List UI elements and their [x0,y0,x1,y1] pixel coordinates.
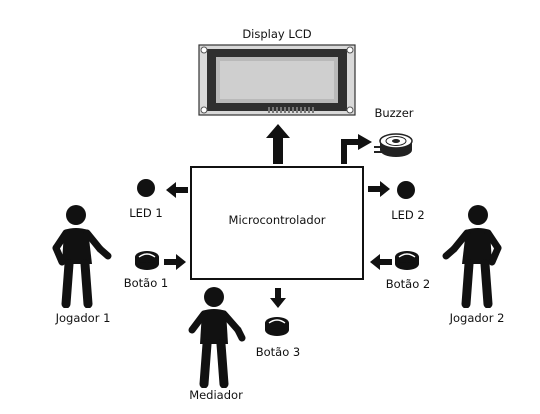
arrow-button2-to-mc [370,254,392,270]
arrow-mc-to-led1 [166,182,188,198]
button1-icon [135,251,159,270]
microcontroller-label: Microcontrolador [228,213,326,227]
button3-label: Botão 3 [255,345,301,359]
player2-person-icon [442,205,502,308]
button2-label: Botão 2 [385,277,431,291]
led1-label: LED 1 [129,206,163,220]
button3-icon [265,317,289,336]
arrow-button1-to-mc [164,254,186,270]
led2-label: LED 2 [391,208,425,222]
button1-label: Botão 1 [123,276,169,290]
microcontroller-box: Microcontrolador [190,166,364,280]
player1-person-icon [52,205,112,308]
mediator-person-icon [188,287,246,388]
mediator-label: Mediador [189,388,243,402]
led2-icon [397,181,415,199]
lcd-display-icon [198,44,356,116]
arrow-mc-to-lcd [266,124,290,164]
arrow-mc-to-led2 [368,181,390,197]
lcd-label: Display LCD [242,27,312,41]
player2-label: Jogador 2 [449,311,505,325]
buzzer-icon [374,133,413,157]
button2-icon [395,251,419,270]
arrow-mc-to-buzzer [341,134,372,164]
player1-label: Jogador 1 [55,311,111,325]
led1-icon [137,179,155,197]
buzzer-label: Buzzer [374,106,414,120]
arrow-mc-to-button3 [270,288,286,308]
